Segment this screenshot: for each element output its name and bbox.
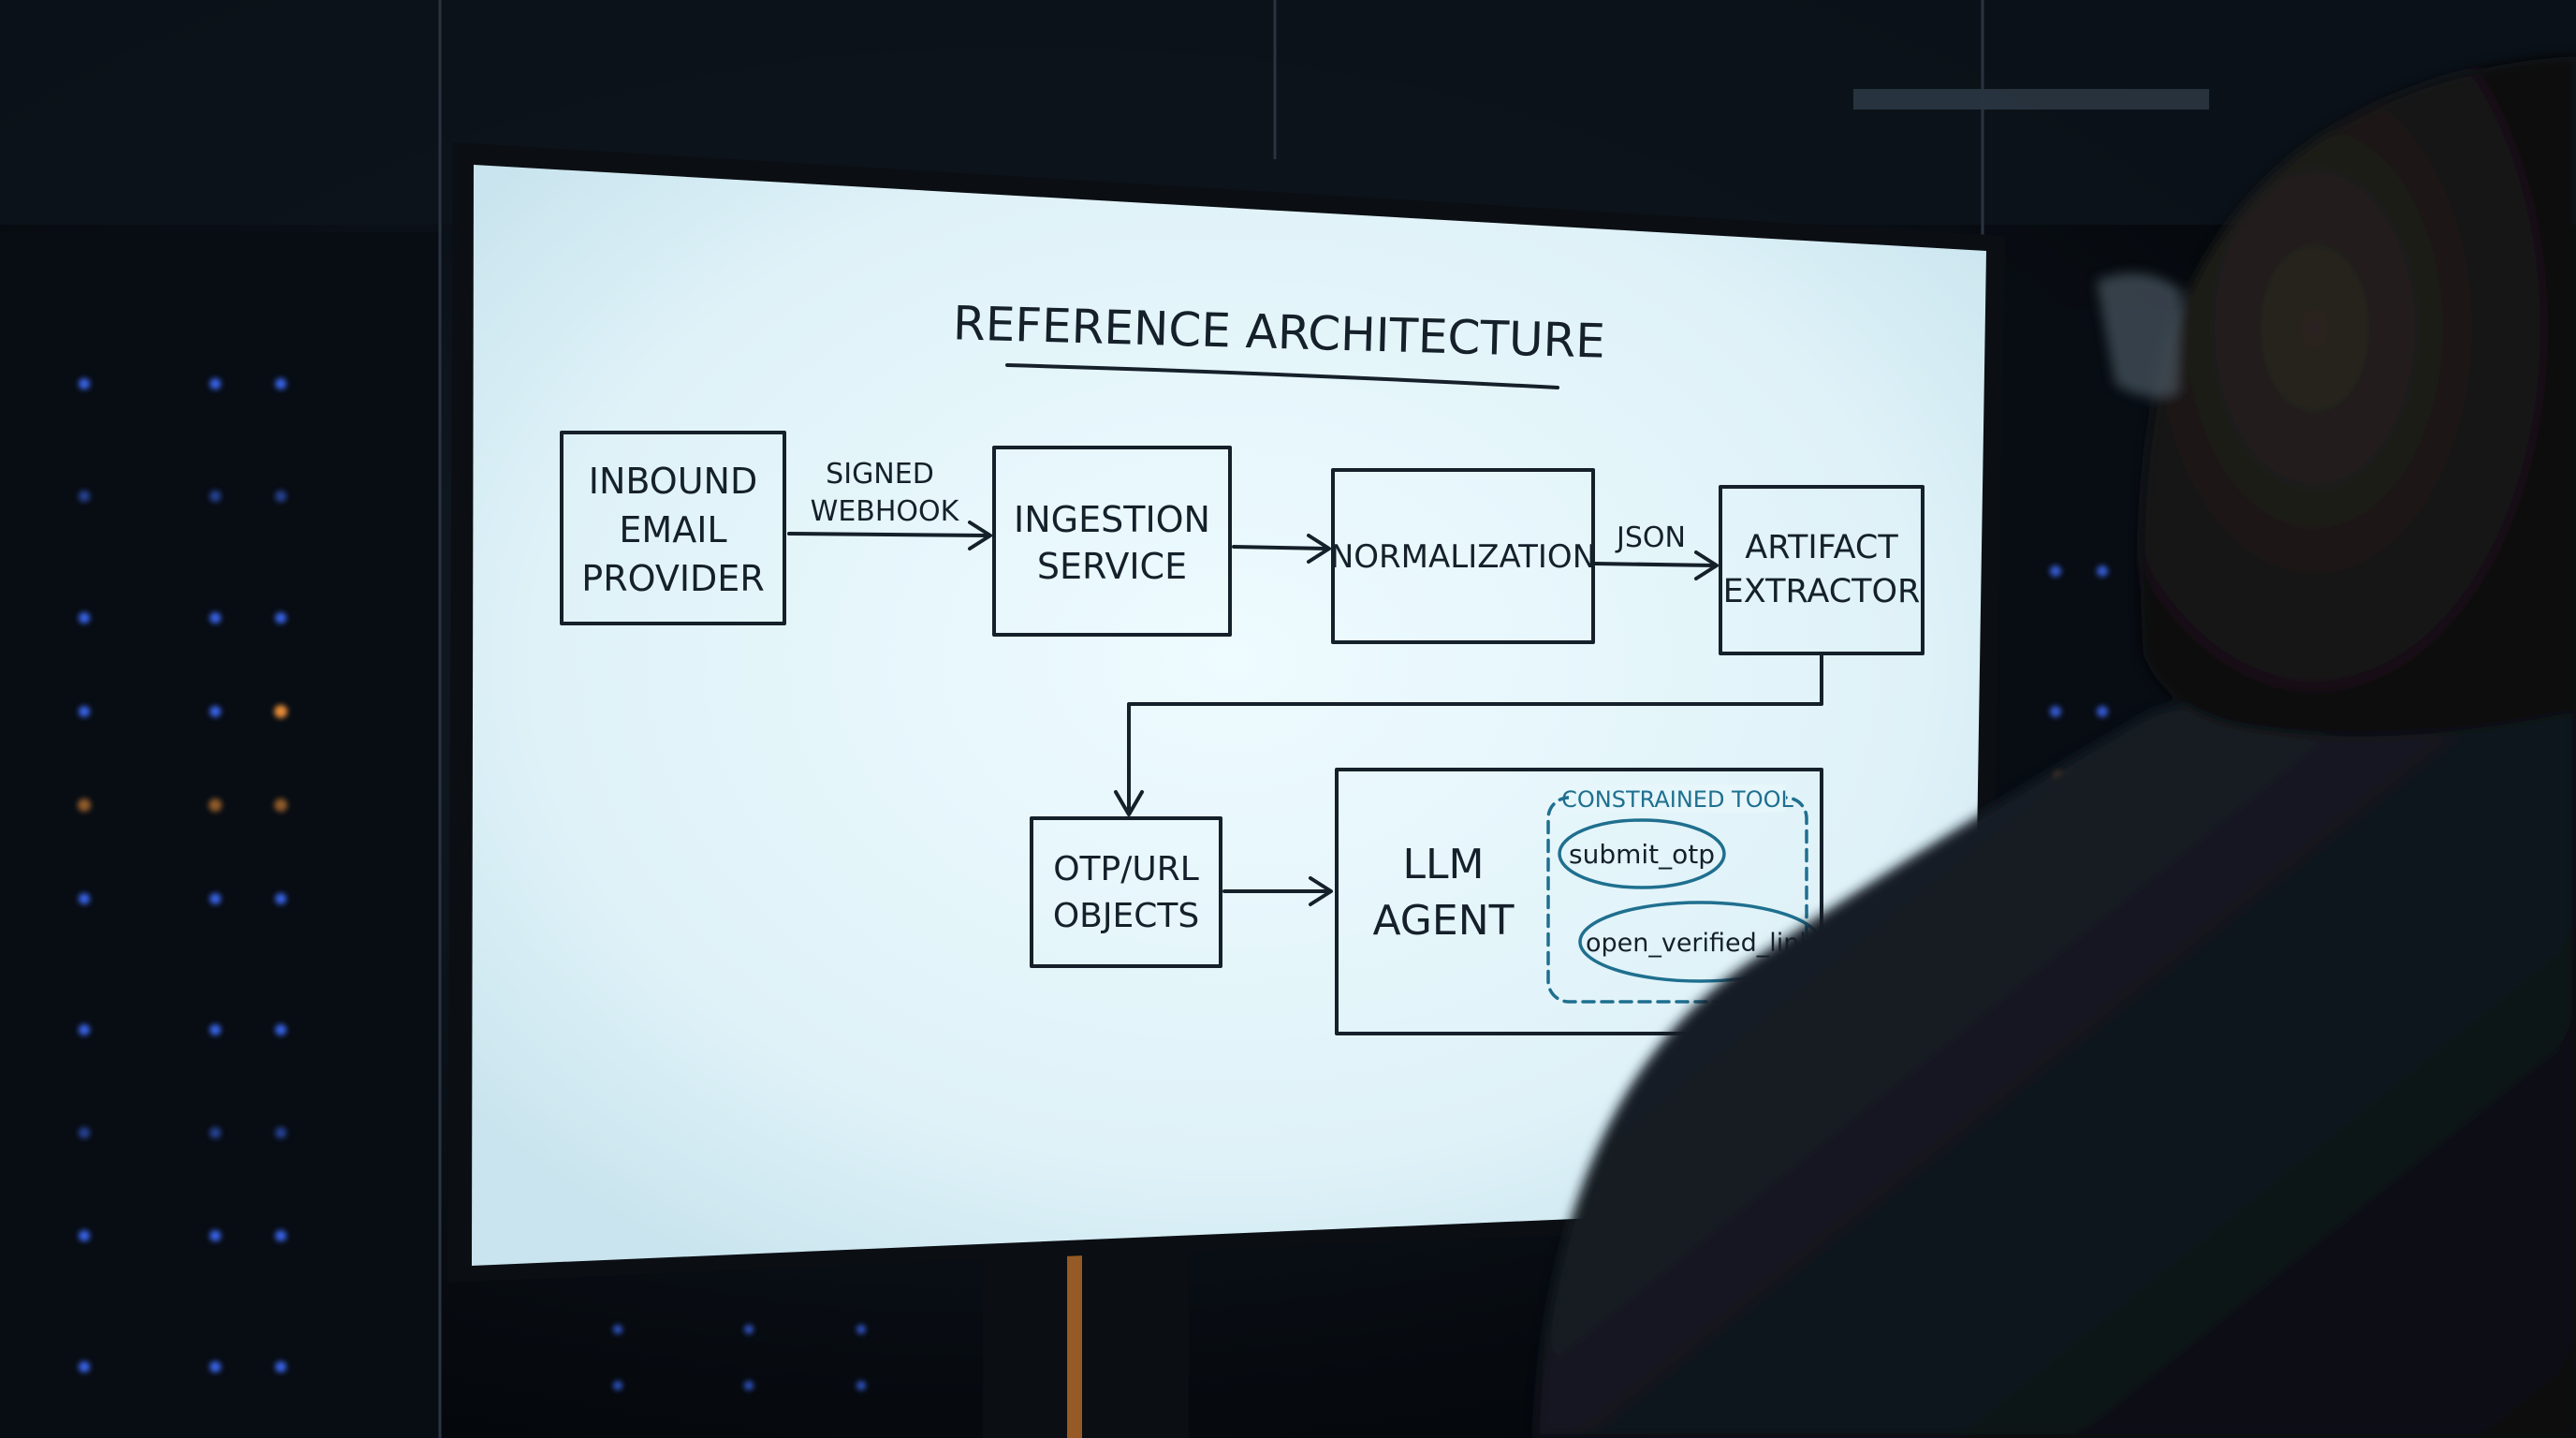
server-led [210, 893, 221, 904]
server-led [275, 378, 286, 389]
server-led [210, 612, 221, 624]
server-led [274, 705, 287, 718]
architecture-diagram: REFERENCE ARCHITECTURE INBOUND EMAIL PRO… [560, 296, 1925, 1035]
person-head [2140, 56, 2576, 737]
server-led [78, 799, 91, 812]
node-ingestion-service [992, 446, 1232, 637]
arrow-webhook [787, 532, 990, 537]
node-normalization [1331, 468, 1595, 644]
server-led [209, 799, 222, 812]
server-led [79, 893, 90, 904]
arrow-to-normalization-head [1307, 534, 1331, 564]
webhook-label-2: WEBHOOK [811, 495, 960, 528]
server-led [275, 1230, 286, 1241]
server-led [613, 1381, 622, 1390]
server-led [275, 1024, 286, 1035]
server-led-group [78, 378, 2108, 1390]
extractor-line-2: EXTRACTOR [1723, 573, 1921, 610]
node-llm-agent [1335, 768, 1823, 1035]
ingestion-line-1: INGESTION [1014, 499, 1210, 540]
ingestion-line-2: SERVICE [1037, 546, 1187, 587]
tool-submit-otp-label: submit_otp [1569, 839, 1715, 870]
server-led [79, 1230, 90, 1241]
agent-line-2: AGENT [1372, 897, 1514, 945]
server-led [79, 612, 90, 624]
server-led [613, 1325, 622, 1334]
node-otp-url-objects [1030, 816, 1222, 968]
server-led [2050, 565, 2061, 577]
tool-group-label-bg [1569, 785, 1786, 813]
arrow-webhook-head [968, 521, 992, 550]
arrow-to-objects [1127, 653, 1823, 814]
server-led [2097, 706, 2108, 717]
person-shoulder [1535, 599, 2576, 1438]
arrow-json [1593, 562, 1717, 567]
server-led [275, 612, 286, 624]
server-led [275, 491, 286, 502]
server-led [275, 1361, 286, 1372]
server-led [210, 1361, 221, 1372]
server-led [210, 491, 221, 502]
server-led [79, 1361, 90, 1372]
server-led [210, 378, 221, 389]
server-led [744, 1381, 754, 1390]
node-inbound-email-provider [560, 431, 786, 625]
objects-line-2: OBJECTS [1053, 897, 1199, 935]
server-led [79, 1127, 90, 1138]
server-led [79, 491, 90, 502]
stand-light-strip [1067, 1255, 1082, 1438]
webhook-label-1: SIGNED [826, 458, 934, 491]
server-led [275, 1127, 286, 1138]
server-led [275, 893, 286, 904]
ceiling [0, 0, 2576, 225]
server-led [2050, 706, 2061, 717]
tool-submit-otp [1558, 818, 1726, 889]
arrow-to-objects-head [1114, 790, 1144, 816]
server-led [210, 1024, 221, 1035]
json-label: JSON [1615, 521, 1686, 554]
server-led [856, 1325, 866, 1334]
server-led [79, 1024, 90, 1035]
server-led [210, 1230, 221, 1241]
person-silhouette [1535, 56, 2576, 1438]
constrained-tool-group [1546, 796, 1808, 1004]
arrow-to-normalization [1232, 545, 1329, 550]
agent-line-1: LLM [1403, 841, 1485, 888]
server-rack-left [0, 232, 440, 1438]
tool-group-label: CONSTRAINED TOOL [1561, 786, 1793, 813]
extractor-line-1: ARTIFACT [1745, 529, 1898, 566]
eyeglasses-icon [2097, 273, 2181, 397]
server-led [274, 799, 287, 812]
monitor-screen [472, 165, 1986, 1266]
inbound-line-1: INBOUND [589, 461, 757, 502]
ceiling-light [1853, 89, 2209, 110]
normalization-label: NORMALIZATION [1330, 538, 1596, 576]
server-led [744, 1325, 754, 1334]
server-led [2097, 565, 2108, 577]
server-led [210, 1127, 221, 1138]
objects-line-1: OTP/URL [1053, 850, 1199, 888]
server-led [79, 378, 90, 389]
arrow-to-agent-head [1309, 876, 1333, 906]
server-led [210, 706, 221, 717]
arrow-json-head [1694, 550, 1719, 580]
title-underline [1005, 363, 1559, 389]
server-led [79, 706, 90, 717]
inbound-line-2: EMAIL [619, 509, 726, 550]
inbound-line-3: PROVIDER [581, 558, 764, 599]
server-led [856, 1381, 866, 1390]
